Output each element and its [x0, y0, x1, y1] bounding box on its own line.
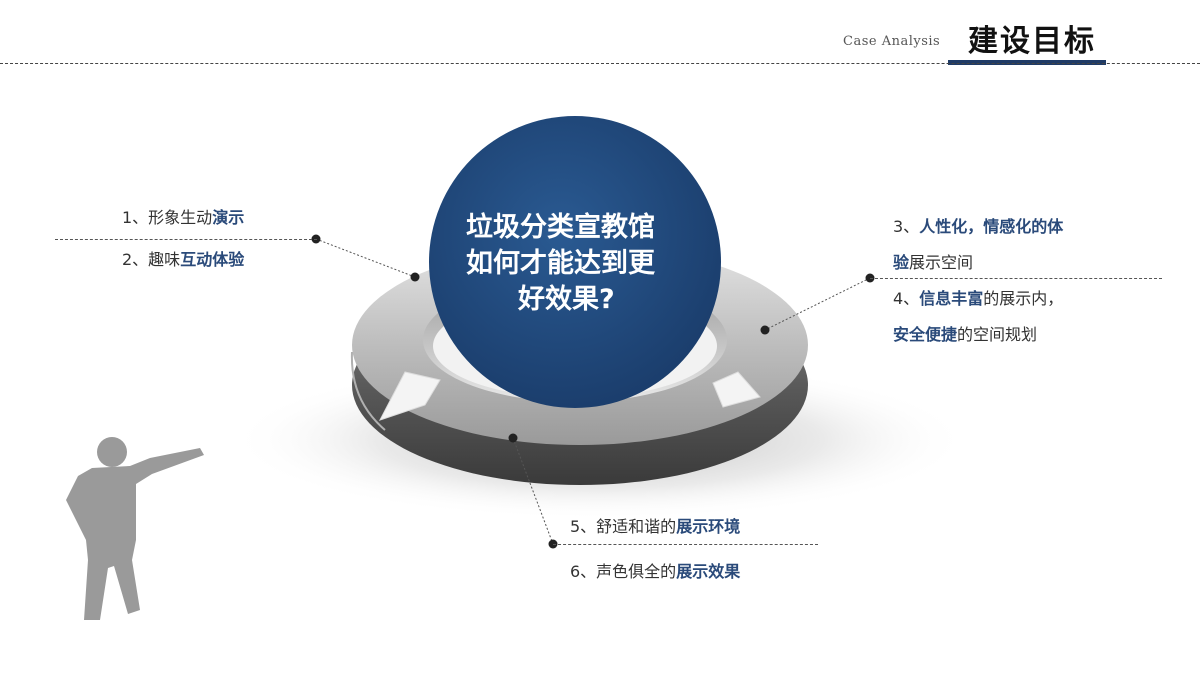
goal-item-1-text: 1、形象生动 — [122, 208, 213, 227]
goal-item-4-cont-highlight: 安全便捷 — [893, 325, 958, 344]
goal-item-6-text: 6、声色俱全的 — [570, 562, 677, 581]
connector-dot — [508, 433, 518, 443]
goal-item-3-cont: 验展示空间 — [893, 252, 973, 274]
goal-item-1-highlight: 演示 — [212, 208, 245, 227]
goal-item-6: 6、声色俱全的展示效果 — [570, 561, 740, 583]
goal-item-2: 2、趣味互动体验 — [122, 249, 244, 271]
goal-item-4-cont: 安全便捷的空间规划 — [893, 324, 1037, 346]
goal-item-5: 5、舒适和谐的展示环境 — [570, 516, 740, 538]
goal-item-4-cont-text: 的空间规划 — [957, 325, 1038, 344]
goal-item-1: 1、形象生动演示 — [122, 207, 244, 229]
center-question-line3: 好效果? — [518, 284, 615, 315]
goal-item-5-highlight: 展示环境 — [676, 517, 741, 536]
goal-item-2-text: 2、趣味 — [122, 250, 181, 269]
ring-notch-left — [378, 371, 441, 421]
center-question-line2: 如何才能达到更 — [466, 248, 655, 279]
goal-item-3-highlight: 人性化，情感化的体 — [919, 217, 1064, 236]
title-underline — [948, 60, 1106, 65]
header-divider — [0, 63, 1200, 64]
goal-item-2-highlight: 互动体验 — [180, 250, 245, 269]
ring-notch-right — [712, 371, 761, 408]
goal-item-3-cont-text: 展示空间 — [909, 253, 974, 272]
connector-dot — [760, 325, 770, 335]
goal-item-3: 3、人性化，情感化的体 — [893, 216, 1063, 238]
page-title: 建设目标 — [968, 24, 1096, 59]
goal-item-4-suffix: 的展示内， — [983, 289, 1064, 308]
header-subtitle: Case Analysis — [843, 34, 941, 49]
connector-dot — [410, 272, 420, 282]
goal-item-3-cont-highlight: 验 — [893, 253, 910, 272]
center-question-line1: 垃圾分类宣教馆 — [466, 212, 655, 243]
goal-item-4-highlight: 信息丰富 — [919, 289, 984, 308]
pointing-person-icon — [66, 437, 204, 620]
left-divider — [55, 239, 317, 240]
goal-item-5-text: 5、舒适和谐的 — [570, 517, 677, 536]
center-circle — [429, 116, 721, 408]
goal-item-3-text: 3、 — [893, 217, 920, 236]
bottom-divider — [553, 544, 818, 545]
right-divider — [870, 278, 1162, 279]
goal-item-4: 4、信息丰富的展示内， — [893, 288, 1063, 310]
goal-item-6-highlight: 展示效果 — [676, 562, 741, 581]
goal-item-4-prefix: 4、 — [893, 289, 920, 308]
